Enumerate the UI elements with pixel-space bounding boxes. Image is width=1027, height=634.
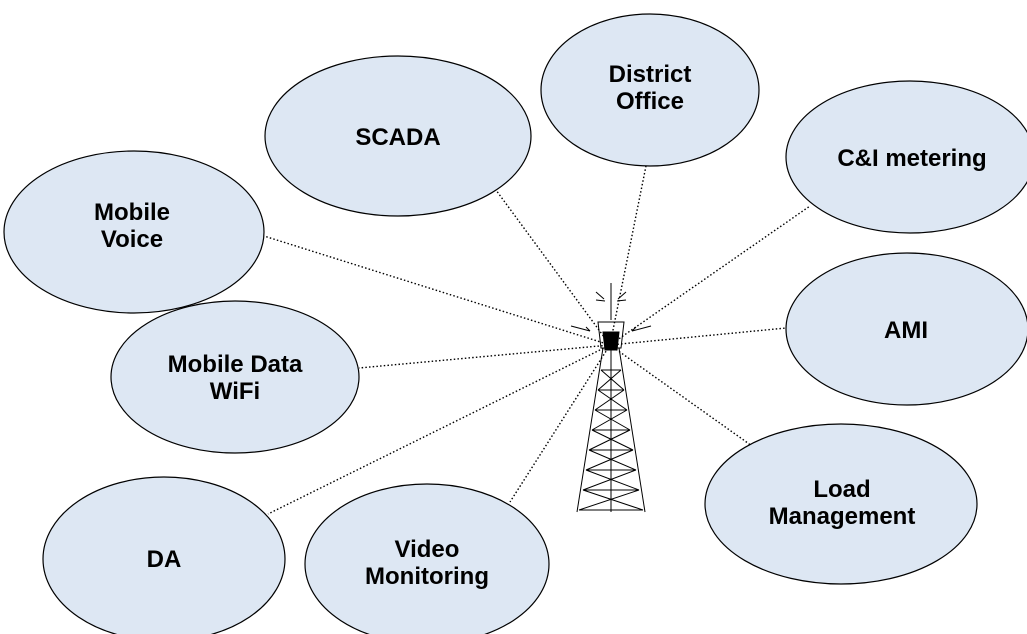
connection-lines: [263, 160, 811, 515]
node-ami-ellipse: [785, 252, 1027, 406]
node-ci-metering-label: C&I metering: [837, 145, 986, 172]
node-video-monitoring-label-line1: Video: [395, 536, 460, 563]
node-video-monitoring-label-line2: Monitoring: [365, 563, 489, 590]
node-mobile-voice-ellipse: [3, 150, 265, 314]
node-ci-metering-ellipse: [785, 80, 1027, 234]
node-mobile-data-wifi-label-line1: Mobile Data: [168, 351, 303, 378]
node-scada-ellipse: [264, 55, 532, 217]
node-mobile-voice-label-line2: Voice: [101, 226, 163, 253]
node-load-management-label-line1: Load: [813, 476, 870, 503]
node-video-monitoring: Video Monitoring: [304, 483, 550, 634]
link-da: [267, 344, 611, 515]
node-district-office-label-line1: District: [609, 61, 692, 88]
node-video-monitoring-ellipse: [304, 483, 550, 634]
node-ci-metering: C&I metering: [785, 80, 1027, 234]
node-district-office-label-line2: Office: [616, 88, 684, 115]
link-scada: [492, 185, 611, 346]
link-district-office: [609, 160, 648, 346]
node-mobile-voice: Mobile Voice: [3, 150, 265, 314]
node-load-management-label-line2: Management: [769, 503, 916, 530]
node-ami: AMI: [785, 252, 1027, 406]
node-scada-label: SCADA: [355, 124, 440, 151]
node-load-management-ellipse: [704, 423, 978, 585]
node-da-label: DA: [147, 546, 182, 573]
node-da-ellipse: [42, 476, 286, 634]
node-scada: SCADA: [264, 55, 532, 217]
link-ci-metering: [609, 205, 811, 346]
node-mobile-voice-label-line1: Mobile: [94, 199, 170, 226]
node-load-management: Load Management: [704, 423, 978, 585]
link-load-management: [609, 344, 753, 447]
node-district-office-ellipse: [540, 13, 760, 167]
radio-tower-icon: [570, 283, 652, 513]
link-mobile-data-wifi: [358, 344, 611, 369]
node-mobile-data-wifi-ellipse: [110, 300, 360, 454]
node-district-office: District Office: [540, 13, 760, 167]
node-mobile-data-wifi-label-line2: WiFi: [210, 378, 260, 405]
node-ami-label: AMI: [884, 317, 928, 344]
link-ami: [609, 327, 787, 346]
link-mobile-voice: [263, 235, 611, 346]
node-mobile-data-wifi: Mobile Data WiFi: [110, 300, 360, 454]
node-da: DA: [42, 476, 286, 634]
link-video-monitoring: [509, 344, 611, 503]
